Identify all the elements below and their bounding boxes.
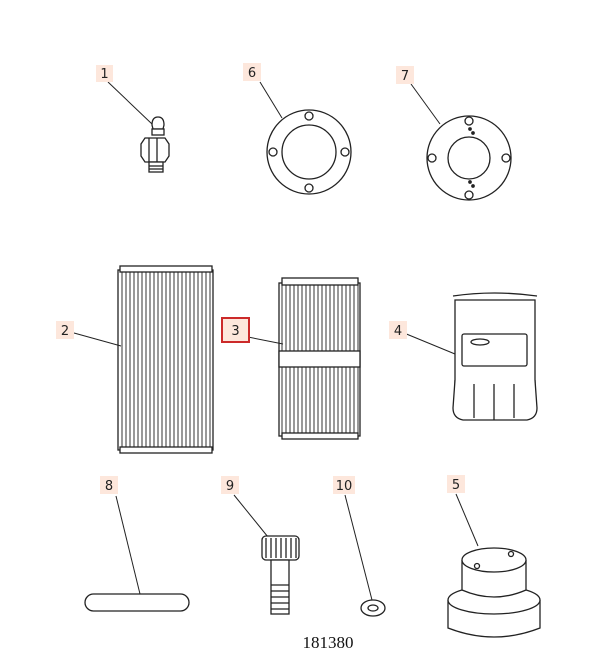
gasket-part bbox=[259, 81, 352, 195]
callout-2[interactable]: 2 bbox=[56, 321, 74, 339]
flange-plate-part bbox=[410, 83, 512, 201]
callout-5-bg bbox=[447, 475, 465, 493]
callout-1[interactable]: 1 bbox=[96, 65, 113, 82]
callout-9-label: 9 bbox=[226, 479, 234, 494]
callout-5-label: 5 bbox=[452, 478, 460, 493]
callout-8[interactable]: 8 bbox=[100, 476, 118, 494]
callout-2-label: 2 bbox=[61, 324, 69, 339]
callout-4-bg bbox=[389, 321, 407, 339]
callout-9-bg bbox=[221, 476, 239, 494]
callout-1-bg bbox=[96, 65, 113, 82]
cap-screw-part bbox=[233, 494, 300, 615]
callout-7-bg bbox=[396, 66, 414, 84]
filter-element-small-part bbox=[247, 277, 361, 440]
callout-6[interactable]: 6 bbox=[243, 63, 261, 81]
callout-3-label: 3 bbox=[231, 324, 239, 339]
callout-10[interactable]: 10 bbox=[333, 476, 355, 494]
callout-8-label: 8 bbox=[105, 479, 113, 494]
callout-4-label: 4 bbox=[394, 324, 402, 339]
callout-2-bg bbox=[56, 321, 74, 339]
adapter-part bbox=[447, 493, 541, 638]
filter-housing-part bbox=[403, 292, 538, 421]
callout-9[interactable]: 9 bbox=[221, 476, 239, 494]
callout-7[interactable]: 7 bbox=[396, 66, 414, 84]
callout-5[interactable]: 5 bbox=[447, 475, 465, 493]
callout-7-label: 7 bbox=[401, 69, 409, 84]
filter-element-large-part bbox=[73, 265, 214, 454]
callout-3-bg bbox=[221, 317, 250, 343]
callout-3[interactable]: 3 bbox=[221, 317, 250, 343]
seal-ring-part bbox=[84, 495, 190, 612]
callout-10-bg bbox=[333, 476, 355, 494]
callout-6-label: 6 bbox=[248, 66, 256, 81]
washer-part bbox=[344, 494, 386, 617]
grease-nipple-part bbox=[107, 81, 170, 173]
callout-1-label: 1 bbox=[100, 67, 108, 82]
callout-6-bg bbox=[243, 63, 261, 81]
callout-4[interactable]: 4 bbox=[389, 321, 407, 339]
figure-number: 181380 bbox=[303, 633, 354, 652]
callout-8-bg bbox=[100, 476, 118, 494]
callout-10-label: 10 bbox=[336, 479, 353, 494]
